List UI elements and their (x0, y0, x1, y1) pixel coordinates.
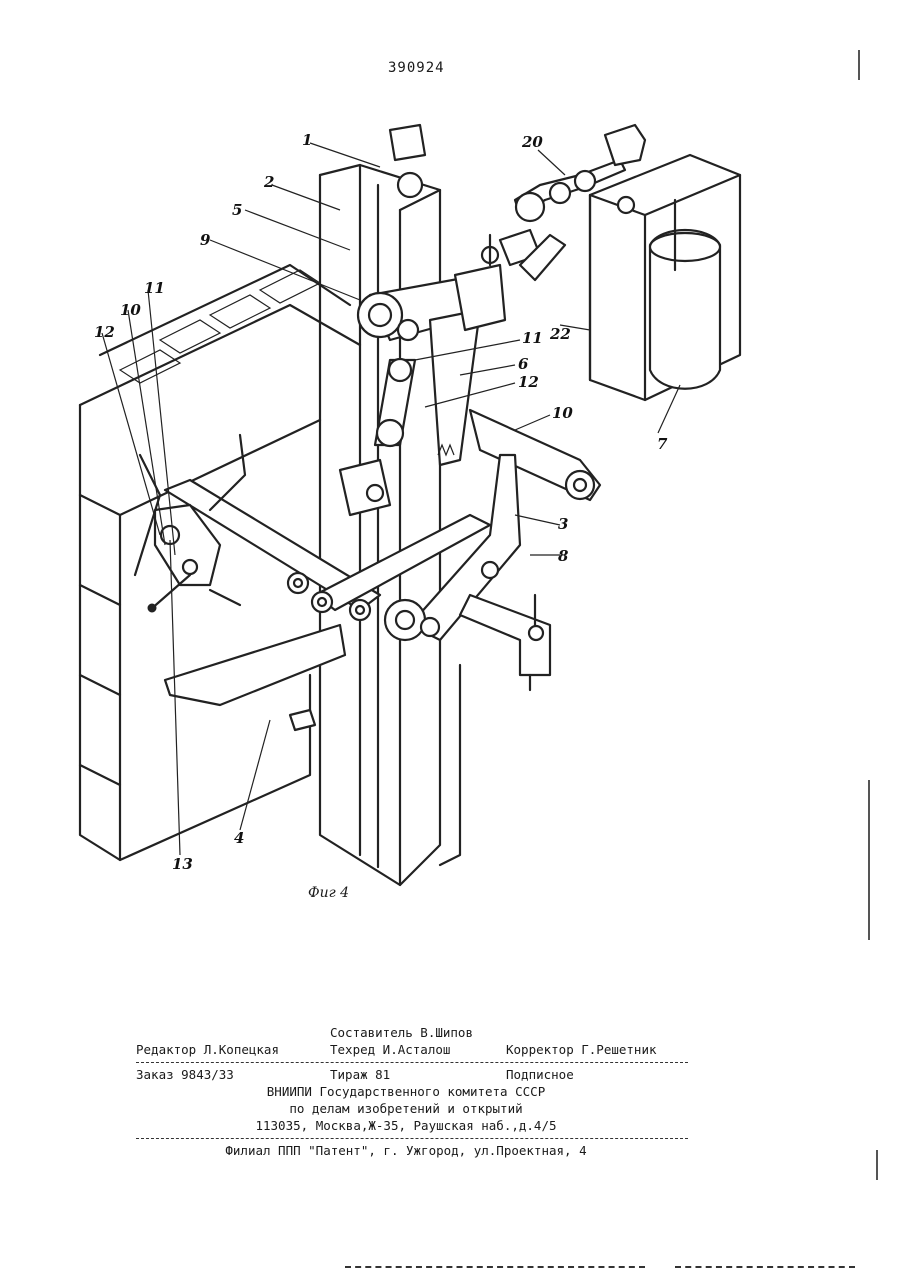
imprint-block: Составитель В.Шипов Редактор Л.Копецкая … (136, 1024, 696, 1159)
bottom-rule (675, 1266, 855, 1268)
callout-11-right: 11 (522, 329, 543, 347)
bottom-rule (345, 1266, 645, 1268)
callout-20: 20 (521, 133, 543, 151)
divider (136, 1062, 688, 1063)
corrector-credit: Корректор Г.Решетник (506, 1041, 657, 1058)
techred-credit: Техред И.Асталош (330, 1041, 450, 1058)
callout-10-left: 10 (120, 301, 141, 319)
callout-7: 7 (657, 435, 668, 453)
editor-credit: Редактор Л.Копецкая (136, 1041, 279, 1058)
organization-address: 113035, Москва,Ж-35, Раушская наб.,д.4/5 (136, 1117, 676, 1134)
callout-3: 3 (558, 515, 568, 533)
callout-8: 8 (558, 547, 569, 565)
callout-6: 6 (518, 355, 529, 373)
compiler-credit: Составитель В.Шипов (330, 1024, 473, 1041)
organization-line-1: ВНИИПИ Государственного комитета СССР (136, 1083, 676, 1100)
callout-10-right: 10 (552, 404, 573, 422)
subscription-note: Подписное (506, 1066, 574, 1083)
order-number: Заказ 9843/33 (136, 1066, 234, 1083)
technical-drawing-figure: 1 2 5 9 20 11 10 12 11 6 12 10 3 8 22 7 … (60, 115, 780, 915)
scan-edge-mark (876, 1150, 878, 1180)
callout-12-right: 12 (518, 373, 539, 391)
scan-edge-mark (858, 50, 860, 80)
callout-1: 1 (302, 131, 312, 149)
horizontal-frame (135, 410, 600, 620)
scan-edge-mark (868, 780, 870, 940)
callout-11-left: 11 (144, 279, 165, 297)
callout-9: 9 (200, 231, 211, 249)
callout-22: 22 (549, 325, 571, 343)
mechanism-drawing: 1 2 5 9 20 11 10 12 11 6 12 10 3 8 22 7 … (60, 115, 780, 915)
figure-caption: Фиг 4 (308, 885, 349, 901)
callout-12-left: 12 (94, 323, 115, 341)
patent-number: 390924 (388, 60, 445, 76)
callout-13: 13 (172, 855, 193, 873)
branch-address: Филиал ППП "Патент", г. Ужгород, ул.Прое… (136, 1142, 676, 1159)
callout-5: 5 (232, 201, 242, 219)
callout-4: 4 (234, 829, 244, 847)
base-plate (165, 625, 345, 730)
divider (136, 1138, 688, 1139)
organization-line-2: по делам изобретений и открытий (136, 1100, 676, 1117)
cylinder-housing (590, 155, 740, 400)
circulation: Тираж 81 (330, 1066, 390, 1083)
callout-2: 2 (263, 173, 274, 191)
